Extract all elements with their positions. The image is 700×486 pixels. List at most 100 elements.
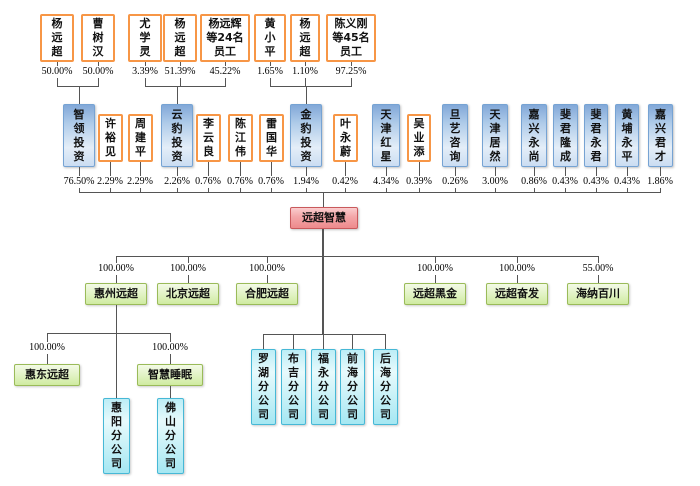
connector-line: [565, 188, 566, 192]
connector-line: [534, 167, 535, 176]
connector-line: [306, 188, 307, 192]
ownership-pct: 76.50%: [63, 176, 95, 187]
connector-line: [79, 192, 661, 193]
connector-line: [306, 167, 307, 176]
connector-line: [596, 167, 597, 176]
shareholder-box: 天 津 居 然: [482, 104, 508, 167]
connector-line: [271, 188, 272, 192]
connector-line: [271, 162, 272, 176]
subsidiary-box: 惠东远超: [14, 364, 80, 386]
top-owner-box: 杨 远 超: [40, 14, 74, 62]
connector-line: [352, 334, 353, 349]
connector-line: [263, 334, 386, 335]
ownership-pct: 45.22%: [209, 66, 241, 77]
ownership-pct: 2.26%: [164, 176, 190, 187]
subsidiary-box: 远超黑金: [404, 283, 466, 305]
subsidiary-box: 北京远超: [157, 283, 219, 305]
top-owner-box: 陈义刚 等45名 员工: [326, 14, 376, 62]
connector-line: [598, 275, 599, 283]
top-owner-box: 杨远辉 等24名 员工: [200, 14, 250, 62]
ownership-pct: 0.43%: [552, 176, 578, 187]
shareholder-box: 黄 埔 永 平: [615, 104, 639, 167]
connector-line: [57, 78, 58, 86]
connector-line: [188, 275, 189, 283]
connector-line: [455, 167, 456, 176]
ownership-pct: 0.76%: [258, 176, 284, 187]
connector-line: [267, 275, 268, 283]
connector-line: [110, 188, 111, 192]
connector-line: [267, 256, 268, 263]
connector-line: [180, 78, 181, 86]
connector-line: [322, 229, 324, 334]
connector-line: [170, 354, 171, 364]
ownership-pct: 1.86%: [647, 176, 673, 187]
ownership-pct: 1.94%: [293, 176, 319, 187]
shareholder-box: 许 裕 见: [98, 114, 123, 162]
connector-line: [565, 167, 566, 176]
ownership-pct: 50.00%: [82, 66, 114, 77]
ownership-pct: 0.76%: [227, 176, 253, 187]
connector-line: [98, 62, 99, 66]
connector-line: [627, 188, 628, 192]
shareholder-box: 斐 君 隆 成: [553, 104, 578, 167]
connector-line: [177, 86, 178, 104]
ownership-pct: 100.00%: [249, 263, 285, 274]
shareholder-box: 嘉 兴 君 才: [648, 104, 673, 167]
branch-office-box: 惠 阳 分 公 司: [103, 398, 130, 474]
connector-line: [323, 334, 324, 349]
ownership-pct: 100.00%: [417, 263, 453, 274]
ownership-pct: 100.00%: [499, 263, 535, 274]
ownership-pct: 55.00%: [582, 263, 614, 274]
top-owner-box: 曹 树 汉: [81, 14, 115, 62]
ownership-pct: 1.10%: [292, 66, 318, 77]
subsidiary-box: 海纳百川: [567, 283, 629, 305]
ownership-pct: 2.29%: [97, 176, 123, 187]
ownership-pct: 100.00%: [152, 342, 188, 353]
shareholder-box: 斐 君 永 君: [584, 104, 608, 167]
connector-line: [534, 188, 535, 192]
ownership-pct: 0.42%: [332, 176, 358, 187]
ownership-pct: 0.43%: [614, 176, 640, 187]
shareholder-box: 陈 江 伟: [228, 114, 253, 162]
connector-line: [386, 167, 387, 176]
ownership-pct: 1.65%: [257, 66, 283, 77]
branch-office-box: 罗 湖 分 公 司: [251, 349, 276, 425]
connector-line: [180, 62, 181, 66]
connector-line: [351, 62, 352, 66]
root-company-box: 远超智慧: [290, 207, 358, 229]
connector-line: [177, 188, 178, 192]
connector-line: [660, 167, 661, 176]
ownership-pct: 4.34%: [373, 176, 399, 187]
connector-line: [455, 188, 456, 192]
connector-line: [140, 188, 141, 192]
connector-line: [596, 188, 597, 192]
connector-line: [116, 275, 117, 283]
connector-line: [188, 256, 189, 263]
connector-line: [110, 162, 111, 176]
connector-line: [225, 78, 226, 86]
connector-line: [270, 62, 271, 66]
connector-line: [47, 333, 171, 334]
connector-line: [419, 188, 420, 192]
top-owner-box: 尤 学 灵: [128, 14, 162, 62]
connector-line: [225, 62, 226, 66]
connector-line: [517, 256, 518, 263]
connector-line: [208, 188, 209, 192]
ownership-pct: 0.76%: [195, 176, 221, 187]
top-owner-box: 杨 远 超: [163, 14, 197, 62]
shareholder-box: 智 领 投 资: [63, 104, 95, 167]
connector-line: [306, 86, 307, 104]
connector-line: [98, 78, 99, 86]
connector-line: [435, 275, 436, 283]
connector-line: [345, 162, 346, 176]
ownership-pct: 50.00%: [41, 66, 73, 77]
shareholder-box: 周 建 平: [128, 114, 153, 162]
connector-line: [116, 305, 117, 398]
subsidiary-box: 智慧睡眠: [137, 364, 203, 386]
shareholder-box: 旦 艺 咨 询: [442, 104, 468, 167]
connector-line: [305, 78, 306, 86]
connector-line: [79, 86, 80, 104]
connector-line: [351, 78, 352, 86]
ownership-pct: 2.29%: [127, 176, 153, 187]
shareholder-box: 金 豹 投 资: [290, 104, 322, 167]
